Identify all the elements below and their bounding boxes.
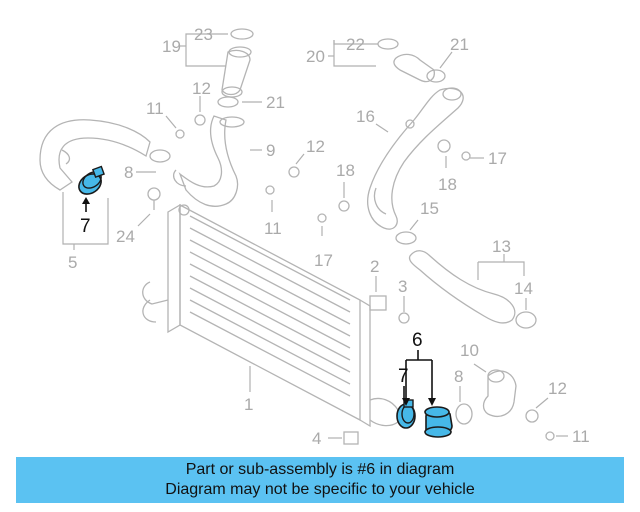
left-hose-part-5 bbox=[39, 119, 151, 191]
hose-part-10 bbox=[482, 369, 517, 417]
callout-24: 24 bbox=[116, 227, 135, 246]
parts-diagram: 19 23 12 21 11 9 8 7 5 24 12 11 22 20 21… bbox=[39, 25, 590, 448]
callout-11-mid: 11 bbox=[264, 219, 282, 238]
callout-23: 23 bbox=[194, 25, 213, 44]
pipe-part-16 bbox=[367, 87, 464, 230]
callout-10: 10 bbox=[460, 341, 479, 360]
callout-7-right: 7 bbox=[398, 366, 409, 387]
callout-2: 2 bbox=[370, 257, 379, 276]
callout-6: 6 bbox=[412, 330, 423, 351]
callout-13: 13 bbox=[492, 237, 511, 256]
hose-part-13 bbox=[408, 250, 516, 324]
callout-1: 1 bbox=[244, 395, 253, 414]
hose-part-20 bbox=[377, 38, 446, 83]
callout-17-mid: 17 bbox=[314, 251, 333, 270]
callout-11-bottom: 11 bbox=[572, 427, 590, 446]
callout-22: 22 bbox=[346, 35, 365, 54]
callout-17-right: 17 bbox=[488, 149, 507, 168]
callout-21-left: 21 bbox=[266, 93, 285, 112]
callout-18-mid: 18 bbox=[336, 161, 355, 180]
callout-15: 15 bbox=[420, 199, 439, 218]
callout-20: 20 bbox=[306, 47, 325, 66]
callout-7-left: 7 bbox=[80, 216, 91, 237]
callout-8-right: 8 bbox=[454, 367, 463, 386]
callout-9: 9 bbox=[266, 141, 275, 160]
callout-8-left: 8 bbox=[124, 163, 133, 182]
callout-14: 14 bbox=[514, 279, 533, 298]
callout-5: 5 bbox=[68, 253, 77, 272]
hose-part-19 bbox=[221, 46, 252, 98]
callout-16: 16 bbox=[356, 107, 375, 126]
clamp-7-left-highlighted bbox=[78, 165, 105, 195]
callout-21-right: 21 bbox=[450, 35, 469, 54]
pipe-part-9 bbox=[172, 115, 245, 207]
callout-18-right: 18 bbox=[438, 175, 457, 194]
banner-line-disclaimer: Diagram may not be specific to your vehi… bbox=[165, 481, 475, 498]
intercooler-part-1 bbox=[142, 203, 399, 428]
banner-line-part-number: Part or sub-assembly is #6 in diagram bbox=[185, 461, 455, 478]
hose-part-6-highlighted bbox=[424, 406, 453, 438]
callout-3: 3 bbox=[398, 277, 407, 296]
callout-12-top: 12 bbox=[192, 79, 211, 98]
callout-19: 19 bbox=[162, 37, 181, 56]
callout-11-top: 11 bbox=[146, 99, 164, 118]
callout-4: 4 bbox=[312, 429, 321, 448]
callout-12-bottom: 12 bbox=[548, 379, 567, 398]
callout-12-mid: 12 bbox=[306, 137, 325, 156]
info-banner: Part or sub-assembly is #6 in diagram Di… bbox=[16, 457, 624, 503]
